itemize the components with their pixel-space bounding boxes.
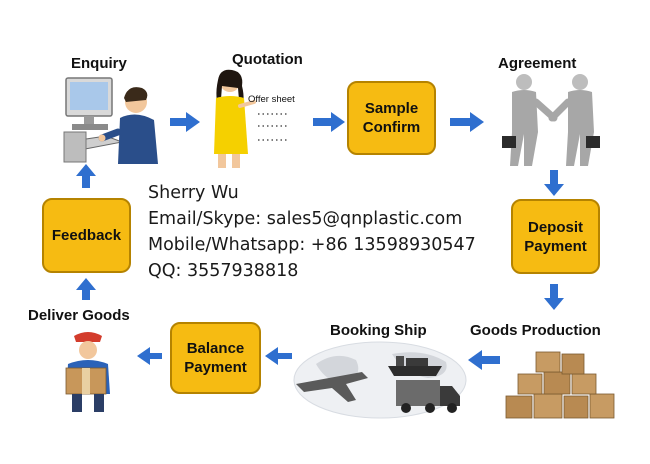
arrow-right-sample-agreement [450,112,484,132]
arrow-left-production-booking [468,350,500,370]
sample-confirm-box: Sample Confirm [347,81,436,155]
contact-email: Email/Skype: sales5@qnplastic.com [148,209,463,229]
arrow-down-deposit-production [544,284,564,310]
contact-mobile: Mobile/Whatsapp: +86 13598930547 [148,235,476,255]
delivery-man-illustration [65,332,110,412]
stacked-boxes-illustration [505,351,615,419]
arrow-right-quotation-sample [313,112,345,132]
balance-payment-box: Balance Payment [170,322,261,394]
label-agreement: Agreement [498,55,577,72]
balance-payment-line-1: Balance [186,340,245,357]
sample-confirm-line-1: Sample [364,100,419,117]
deposit-payment-line-1: Deposit [527,218,583,236]
sample-confirm-line-2: Confirm [362,119,421,136]
feedback-box: Feedback [42,198,131,273]
arrow-up-feedback-enquiry [76,164,96,188]
handshake-illustration [502,74,600,166]
arrow-left-booking-balance [265,347,292,365]
contact-name: Sherry Wu [148,183,239,203]
computer-user-illustration [63,77,158,164]
feedback-label: Feedback [51,227,122,244]
arrow-right-enquiry-quotation [170,112,200,132]
label-booking-ship: Booking Ship [330,322,427,339]
contact-qq: QQ: 3557938818 [148,261,299,281]
contact-info: Sherry Wu Email/Skype: sales5@qnplastic.… [148,180,476,284]
deposit-payment-box: Deposit Payment [511,199,600,274]
woman-offer-sheet-illustration [214,69,288,168]
label-goods-production: Goods Production [470,322,601,339]
deposit-payment-line-2: Payment [524,237,587,255]
label-deliver-goods: Deliver Goods [28,307,130,324]
balance-payment-line-2: Payment [184,359,247,376]
arrow-down-agreement-deposit [544,170,564,196]
label-enquiry: Enquiry [71,55,127,72]
shipping-illustration [293,341,467,419]
arrow-up-deliver-feedback [76,278,96,300]
offer-sheet-caption: Offer sheet [248,94,295,105]
label-quotation: Quotation [232,51,303,68]
arrow-left-balance-deliver [137,347,162,365]
